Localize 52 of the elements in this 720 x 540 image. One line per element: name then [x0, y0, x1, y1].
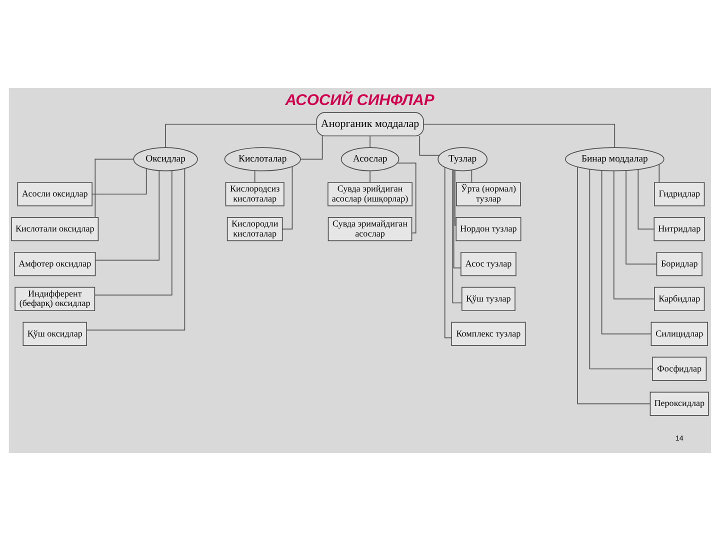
node-ellipse: Бинар моддалар — [565, 146, 664, 171]
connector — [95, 170, 160, 260]
node-ellipse: Оксидлар — [133, 146, 198, 171]
node-box: Боридлар — [656, 251, 702, 276]
connector — [589, 168, 653, 369]
connector — [471, 169, 472, 182]
connector — [638, 168, 654, 229]
connector — [454, 169, 456, 226]
node-box: Пероксидлар — [650, 391, 709, 416]
connector — [614, 170, 655, 299]
connector — [282, 166, 293, 229]
node-ellipse: Тузлар — [438, 146, 488, 171]
node-box: Карбидлар — [654, 286, 705, 311]
connector — [94, 170, 172, 295]
node-box: Анорганик моддалар — [316, 112, 424, 136]
node-box: Индифферент (бефарқ) оксидлар — [14, 286, 96, 311]
connector — [254, 170, 256, 182]
node-box: Кислородли кислоталар — [226, 216, 283, 241]
connector — [423, 123, 616, 148]
connector — [658, 163, 660, 182]
node-box: Асос тузлар — [460, 251, 516, 276]
node-box: Силицидлар — [650, 321, 708, 346]
connector — [300, 135, 323, 160]
connector — [92, 168, 147, 194]
node-box: Сувда эрийдиган асослар (ишқорлар) — [328, 182, 413, 206]
connector — [626, 170, 657, 264]
connector — [577, 166, 651, 404]
node-box: Амфотер оксидлар — [14, 251, 96, 276]
node-box: Комплекс тузлар — [451, 321, 526, 346]
connector — [452, 169, 462, 303]
connector — [601, 170, 652, 334]
node-box: Нордон тузлар — [456, 216, 522, 241]
connector — [419, 135, 440, 156]
connector — [444, 166, 452, 338]
node-ellipse: Кислоталар — [224, 146, 301, 171]
node-box: Қўш тузлар — [462, 286, 516, 311]
node-box: Гидридлар — [654, 182, 705, 206]
node-ellipse: Асослар — [340, 146, 400, 171]
connector — [396, 162, 416, 233]
node-box: Асосли оксидлар — [17, 182, 92, 206]
diagram-title: АСОСИЙ СИНФЛАР — [285, 91, 434, 108]
node-box: Сувда эримайдиган асослар — [328, 216, 412, 241]
connector — [165, 123, 317, 148]
connector — [453, 169, 462, 268]
node-box: Қўш оксидлар — [22, 321, 87, 346]
node-box: Ўрта (нормал) тузлар — [456, 182, 521, 206]
node-box: Нитридлар — [654, 216, 706, 241]
node-box: Кислородсиз кислоталар — [225, 182, 284, 206]
connector — [94, 158, 134, 218]
node-box: Фосфидлар — [652, 356, 707, 380]
node-box: Кислотали оксидлар — [11, 216, 99, 241]
connector — [86, 168, 186, 330]
